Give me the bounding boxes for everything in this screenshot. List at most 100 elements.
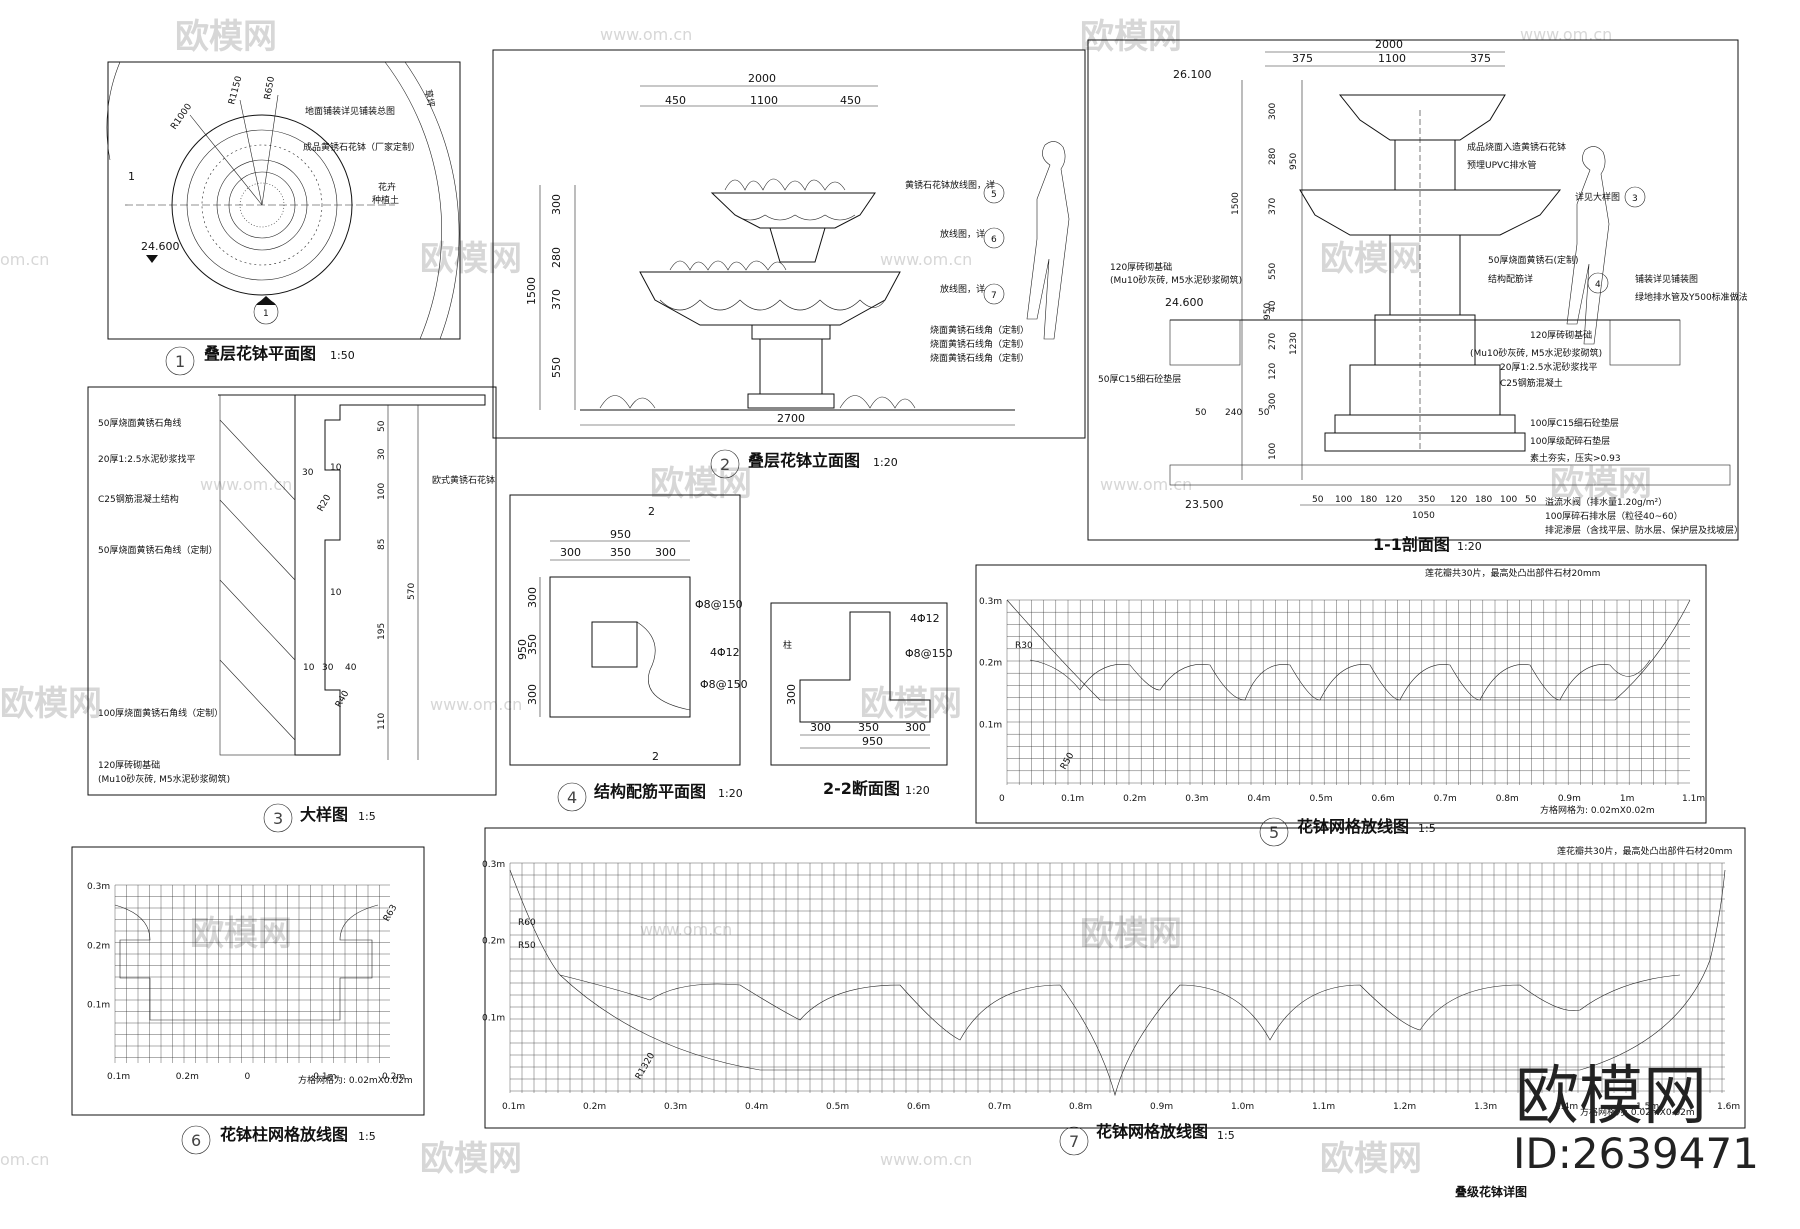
grid-x-tick: 0.6m — [907, 1102, 930, 1112]
section-note: 100厚C15细石砼垫层 — [1530, 417, 1619, 429]
callout-ref-circle — [983, 182, 1005, 204]
grid-y-tick: 0.1m — [87, 1001, 110, 1011]
section-paving-right — [1609, 319, 1681, 366]
elevation-callout: 烧面黄锈石线角（定制） — [930, 338, 1029, 350]
upper-bowl — [710, 192, 876, 229]
dim-text: 10 — [330, 588, 342, 598]
callout-ref: 3 — [1632, 194, 1638, 204]
grid-x-tick: 0.4m — [745, 1102, 768, 1112]
plan-radius-label: R1150 — [227, 75, 244, 106]
dim-text: 550 — [550, 357, 563, 378]
dim-text: 950 — [516, 639, 529, 660]
view-number-circle — [1059, 1126, 1089, 1156]
section-note: 100厚碎石排水层（粒径40~60） — [1545, 510, 1683, 522]
drawing-title: 叠级花钵详图 — [1455, 1184, 1527, 1199]
detail-radius: R20 — [316, 493, 334, 514]
plan-ring — [201, 144, 323, 266]
section-drain-layer — [1169, 464, 1731, 486]
grid-note: 莲花瓣共30片，最高处凸出部件石材20mm — [1425, 567, 1600, 579]
detail-note: 50厚烧面黄锈石角线 — [98, 417, 181, 429]
section-note: 铺装详见铺装图 — [1635, 273, 1698, 285]
view-number: 1 — [175, 352, 185, 371]
grid-x-tick: 0.5m — [1309, 794, 1332, 804]
elevation-marker-icon — [146, 255, 158, 263]
dim-text: 1500 — [1231, 192, 1241, 215]
dim-text: 350 — [610, 546, 631, 559]
callout-ref-circle — [983, 283, 1005, 305]
plan-note: 成品黄锈石花钵（厂家定制） — [303, 141, 420, 153]
view-scale: 1:5 — [358, 810, 376, 823]
grid-x-tick: 0.2m — [1123, 794, 1146, 804]
grid-y-tick: 0.2m — [979, 659, 1002, 669]
grid-note: 方格网格为: 0.02mX0.02m — [1540, 804, 1655, 816]
view-number: 6 — [191, 1131, 201, 1150]
dim-text: 300 — [526, 684, 539, 705]
view-scale: 1:5 — [1217, 1129, 1235, 1142]
section-note: 详见大样图 — [1575, 191, 1620, 203]
view-number: 3 — [273, 809, 283, 828]
detail-note: 120厚砖砌基础 — [98, 759, 160, 771]
grid-x-tick: 1.5m — [1636, 1102, 1659, 1112]
grid-x-tick: 0.6m — [1372, 794, 1395, 804]
dim-text: 30 — [322, 663, 334, 673]
view-number-circle — [557, 782, 587, 812]
detail-note: 100厚烧面黄锈石角线（定制） — [98, 707, 223, 719]
hatch — [219, 419, 296, 501]
dim-text: 950 — [862, 735, 883, 748]
dim-text: 100 — [1268, 443, 1278, 460]
section-note: 成品烧面入造黄锈石花钵 — [1467, 141, 1566, 153]
grid-y-tick: 0.2m — [87, 941, 110, 951]
watermark-brand: 欧模网 — [175, 17, 277, 57]
rebar-note: Φ8@150 — [695, 598, 743, 611]
section-note: 排泥渗层（含找平层、防水层、保护层及找坡层） — [1545, 524, 1743, 536]
callout-ref-circle — [1624, 186, 1646, 208]
detail-note: 50厚烧面黄锈石角线（定制） — [98, 544, 217, 556]
dim-text: 370 — [1268, 198, 1278, 215]
section-mark-label: 1 — [128, 170, 135, 183]
section-note: 预埋UPVC排水管 — [1467, 159, 1536, 171]
view-scale: 1:20 — [873, 456, 898, 469]
dim-text: 110 — [377, 713, 387, 730]
view-title: 花钵网格放线图 — [1297, 817, 1409, 836]
dim-text: 180 — [1360, 495, 1377, 505]
petal-carving — [659, 299, 886, 311]
plan-elevation: 24.600 — [141, 240, 180, 253]
section-elevation: 24.600 — [1165, 296, 1204, 309]
dim-text: 280 — [1268, 148, 1278, 165]
section-note: 溢流水阀（排水量1.20g/m²） — [1545, 496, 1667, 508]
grid-x-tick: 0.2m — [382, 1072, 405, 1082]
grid-x-tick: 1.0m — [1231, 1102, 1254, 1112]
elevation-view: 2000 450 1100 450 300 280 1500 370 550 2… — [492, 49, 1086, 479]
section-footing — [1374, 314, 1476, 366]
watermark-url: www.om.cn — [200, 475, 292, 494]
view-scale: 1:50 — [330, 349, 355, 362]
view-number-circle — [181, 1125, 211, 1155]
view-number-circle — [263, 803, 293, 833]
dim-text: 280 — [550, 247, 563, 268]
grid-radius: R30 — [1015, 641, 1033, 651]
dim-text: 30 — [377, 448, 387, 460]
plan-frame — [107, 61, 461, 340]
view-title: 2-2断面图 — [823, 779, 900, 798]
view-title: 花钵网格放线图 — [1096, 1122, 1208, 1141]
grid-x-tick: 0 — [245, 1072, 251, 1082]
elevation-callout: 烧面黄锈石线角（定制） — [930, 324, 1029, 336]
section-note: C25钢筋混凝土 — [1500, 377, 1563, 389]
detail-note: 20厚1:2.5水泥砂浆找平 — [98, 453, 196, 465]
dim-text: 300 — [560, 546, 581, 559]
watermark-brand: 欧模网 — [650, 464, 752, 504]
dim-text: 375 — [1292, 52, 1313, 65]
view-title: 叠层花钵立面图 — [748, 451, 860, 470]
detail-radius: R40 — [334, 689, 352, 710]
dim-text: 550 — [1268, 263, 1278, 280]
grid-x-tick: 1.6m — [1717, 1102, 1740, 1112]
view-title: 结构配筋平面图 — [593, 782, 706, 801]
rebar-frame — [509, 494, 741, 766]
dim-text: 100 — [377, 483, 387, 500]
dim-text: 100 — [1500, 495, 1517, 505]
section-note: 20厚1:2.5水泥砂浆找平 — [1500, 361, 1598, 373]
dim-text: 2000 — [1375, 38, 1403, 51]
grid-x-tick: 0.3m — [664, 1102, 687, 1112]
